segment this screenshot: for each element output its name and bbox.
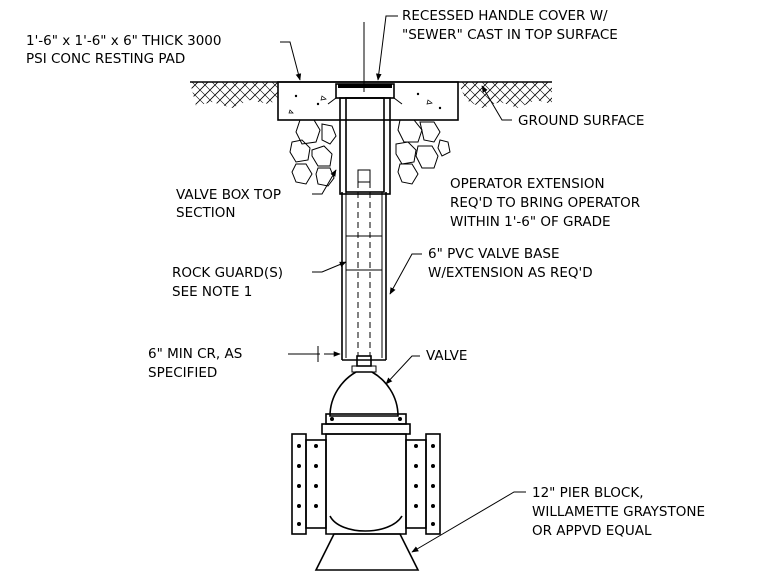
valve-body	[291, 433, 441, 535]
label-operator-3: WITHIN 1'-6" OF GRADE	[450, 214, 611, 230]
rock-backfill-left	[289, 119, 337, 187]
label-rock-1: ROCK GUARD(S)	[172, 265, 283, 281]
label-cover-1: RECESSED HANDLE COVER W/	[402, 8, 608, 24]
label-ground: GROUND SURFACE	[518, 113, 644, 129]
leader-lines	[280, 15, 526, 553]
operating-nut	[356, 355, 372, 367]
label-pvc-2: W/EXTENSION AS REQ'D	[428, 265, 593, 281]
label-pier-3: OR APPVD EQUAL	[532, 523, 652, 539]
rock-backfill-right	[395, 119, 451, 185]
label-pier-1: 12" PIER BLOCK,	[532, 485, 644, 501]
ground-hatch	[190, 81, 552, 108]
label-valve: VALVE	[426, 348, 467, 364]
valve-box-top	[327, 83, 403, 195]
label-box-2: SECTION	[176, 205, 235, 221]
stem-collar	[351, 365, 377, 373]
label-operator-1: OPERATOR EXTENSION	[450, 176, 605, 192]
operator-extension	[357, 169, 371, 356]
pier-block	[314, 533, 420, 571]
label-pier-2: WILLAMETTE GRAYSTONE	[532, 504, 705, 520]
label-cover-2: "SEWER" CAST IN TOP SURFACE	[402, 27, 618, 43]
label-pvc-1: 6" PVC VALVE BASE	[428, 246, 559, 262]
label-pad-1: 1'-6" x 1'-6" x 6" THICK 3000	[26, 33, 221, 49]
label-box-1: VALVE BOX TOP	[176, 187, 281, 203]
concrete-pad	[277, 81, 459, 121]
pvc-valve-base	[341, 192, 387, 361]
label-cr-2: SPECIFIED	[148, 365, 217, 381]
label-operator-2: REQ'D TO BRING OPERATOR	[450, 195, 640, 211]
label-rock-2: SEE NOTE 1	[172, 284, 252, 300]
label-pad-2: PSI CONC RESTING PAD	[26, 51, 185, 67]
valve-bonnet	[321, 371, 411, 435]
label-cr-1: 6" MIN CR, AS	[148, 346, 242, 362]
